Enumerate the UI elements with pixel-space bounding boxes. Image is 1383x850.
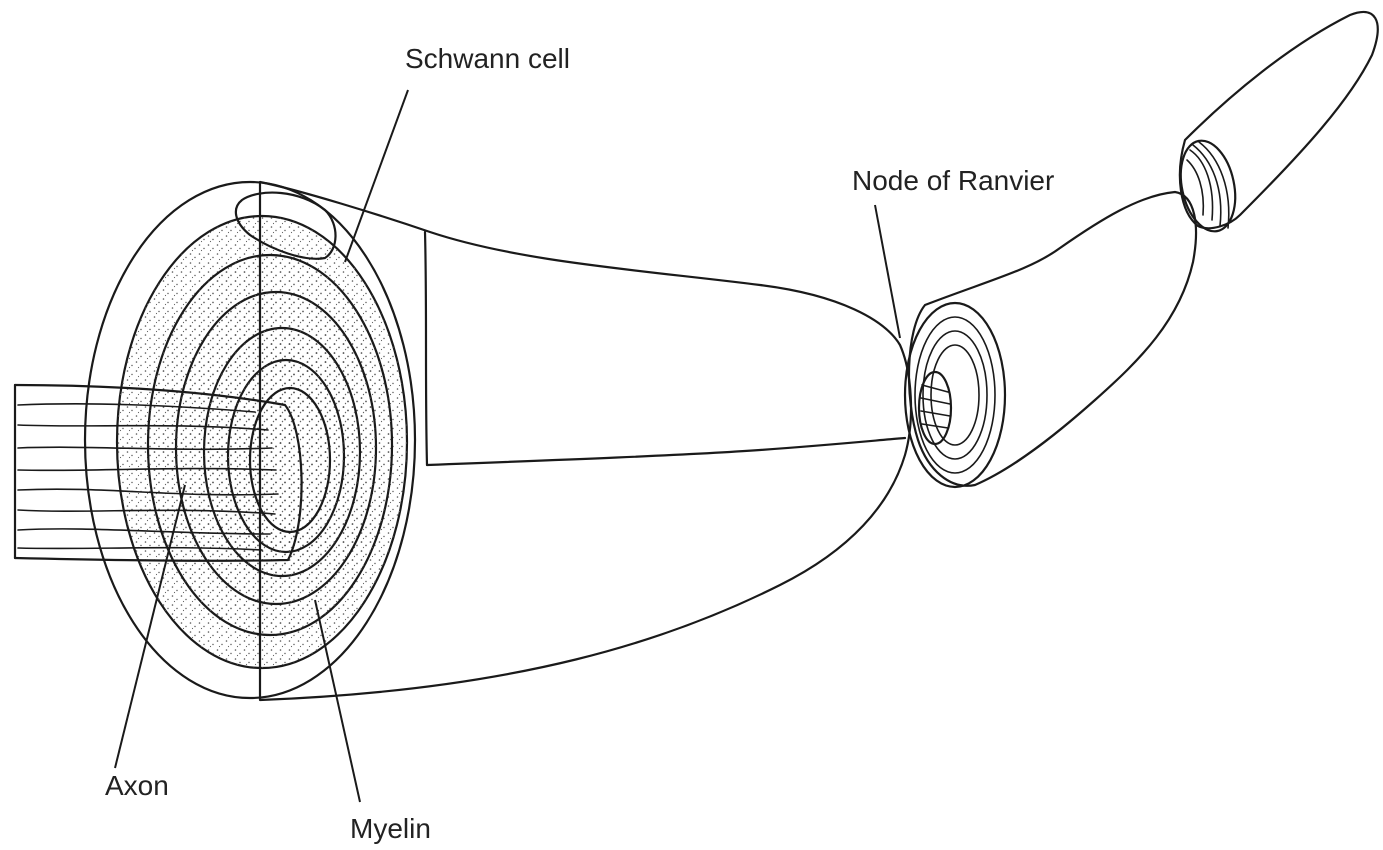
main-myelin-segment	[85, 182, 911, 700]
node-of-ranvier-label: Node of Ranvier	[852, 165, 1054, 196]
distal-myelin-segment	[1173, 12, 1378, 236]
axon-label: Axon	[105, 770, 169, 801]
middle-myelin-segment	[905, 192, 1196, 487]
schwann-cell-label: Schwann cell	[405, 43, 570, 74]
myelin-label: Myelin	[350, 813, 431, 844]
node-of-ranvier-leader	[875, 205, 900, 338]
schwann-cell-leader	[345, 90, 408, 262]
